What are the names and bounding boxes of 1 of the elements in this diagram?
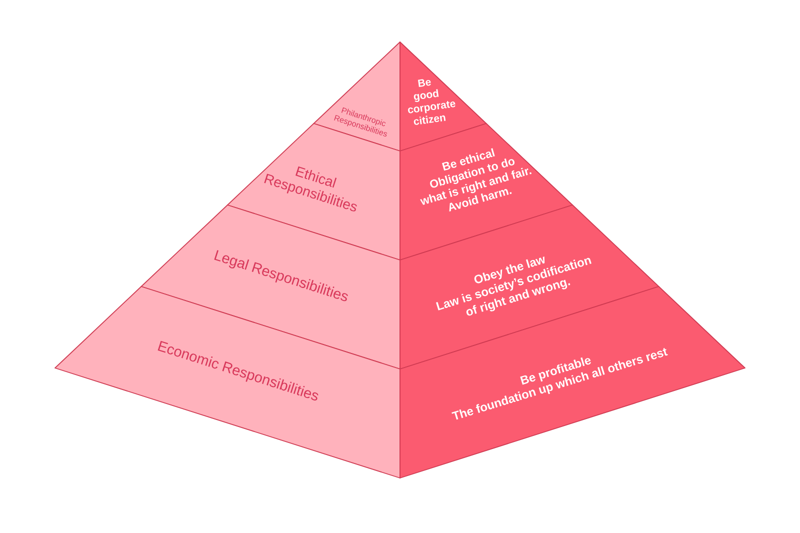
pyramid-band: Be good corporate citizen [400, 42, 487, 152]
